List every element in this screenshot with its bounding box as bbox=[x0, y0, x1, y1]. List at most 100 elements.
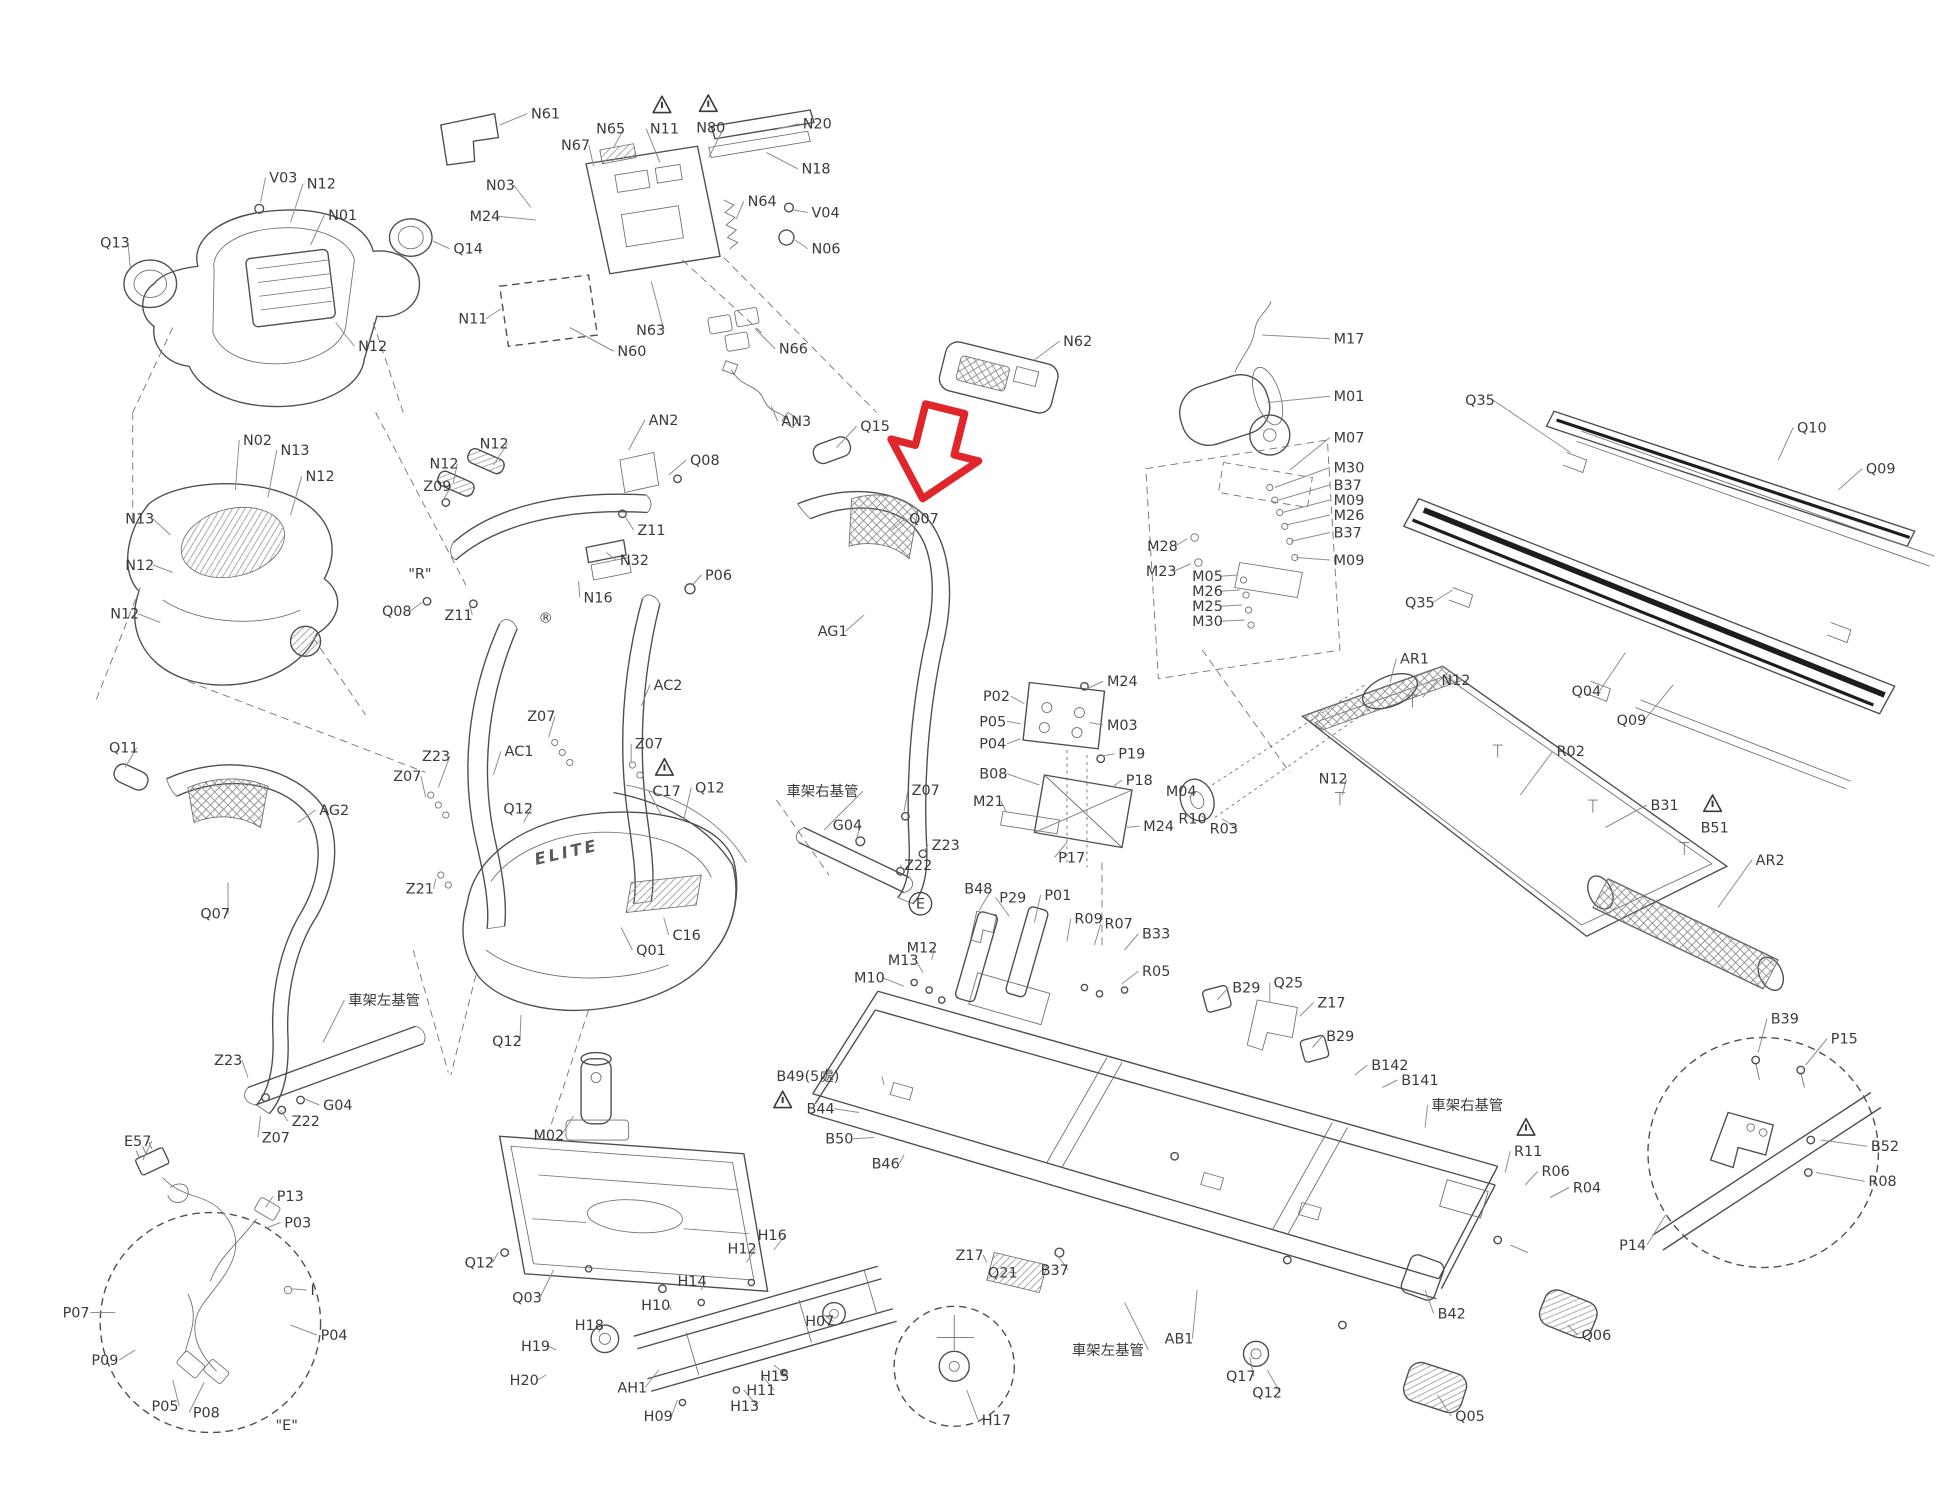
part-label-AC1: AC1 bbox=[492, 744, 534, 776]
part-label-text: AC1 bbox=[505, 744, 534, 760]
part-label-P14: P14 bbox=[1619, 1214, 1666, 1254]
part-label-text: Q08 bbox=[690, 453, 720, 469]
part-label-text: Q35 bbox=[1405, 596, 1435, 612]
leader-line bbox=[1519, 750, 1554, 796]
part-label-text: V03 bbox=[269, 171, 297, 187]
part-label-AH1: AH1 bbox=[617, 1369, 660, 1396]
leader-line bbox=[605, 552, 617, 561]
leader-line bbox=[1000, 801, 1008, 813]
console-electronics bbox=[440, 109, 1059, 429]
part-label-N02: N02 bbox=[234, 433, 272, 491]
part-label-text: Q14 bbox=[453, 242, 483, 258]
leader-line bbox=[1219, 589, 1240, 592]
leader-line bbox=[1354, 1064, 1368, 1076]
part-label-text: M21 bbox=[973, 794, 1004, 810]
leader-line bbox=[1274, 467, 1331, 488]
leader-line bbox=[881, 1076, 885, 1086]
part-label-Q12: Q12 bbox=[465, 1252, 499, 1271]
part-label-text: Q11 bbox=[109, 741, 139, 757]
leader-line bbox=[978, 888, 993, 911]
part-label-text: Z07 bbox=[912, 783, 940, 799]
leader-line bbox=[335, 322, 355, 347]
leader-line bbox=[1267, 395, 1330, 403]
leader-line bbox=[259, 177, 266, 203]
part-label-text: B51 bbox=[1701, 821, 1729, 837]
leader-line bbox=[1296, 557, 1330, 561]
part-label-text: Q15 bbox=[860, 419, 890, 435]
part-label-text: E57 bbox=[124, 1134, 151, 1150]
part-label-text: Q03 bbox=[512, 1291, 542, 1307]
part-label-P19: P19 bbox=[1101, 747, 1145, 763]
leader-line bbox=[628, 419, 646, 451]
leader-line bbox=[670, 1399, 678, 1417]
part-label-N03: N03 bbox=[486, 178, 532, 208]
part-label-N32: N32 bbox=[605, 552, 649, 569]
part-label-R03: R03 bbox=[1210, 818, 1238, 838]
part-label-Z07: Z07 bbox=[903, 783, 940, 812]
part-label-R07: R07 bbox=[1093, 917, 1133, 946]
q07-highlight-arrow bbox=[887, 400, 983, 503]
part-label-N11: N11 bbox=[645, 95, 679, 163]
part-label-Z07: Z07 bbox=[257, 1116, 290, 1147]
leader-line bbox=[588, 144, 595, 167]
leader-line bbox=[1492, 399, 1571, 453]
leader-line bbox=[1815, 1172, 1865, 1182]
part-label-M28: M28 bbox=[1147, 538, 1188, 555]
part-label-Q35: Q35 bbox=[1465, 393, 1571, 453]
part-label-N12: N12 bbox=[335, 322, 387, 355]
leader-line bbox=[1249, 1357, 1255, 1377]
part-label-text: I bbox=[311, 1283, 315, 1299]
leader-line bbox=[1006, 773, 1040, 786]
part-label-Z21: Z21 bbox=[406, 878, 437, 898]
leader-line bbox=[1262, 334, 1330, 340]
part-label-N65: N65 bbox=[596, 122, 625, 148]
leader-line bbox=[794, 239, 808, 250]
part-label-H09: H09 bbox=[644, 1399, 678, 1425]
leader-line bbox=[290, 1324, 317, 1336]
part-label-text: "R" bbox=[408, 567, 431, 583]
part-label-text: Q35 bbox=[1465, 393, 1495, 409]
part-label-B46: B46 bbox=[872, 1154, 905, 1173]
leader-line bbox=[409, 602, 423, 612]
part-label-text: B46 bbox=[872, 1157, 900, 1173]
leader-line bbox=[1282, 499, 1331, 513]
part-label-Q14: Q14 bbox=[433, 240, 483, 258]
leader-line bbox=[836, 425, 857, 448]
part-label-Q07: Q07 bbox=[200, 882, 230, 923]
part-label-Z23: Z23 bbox=[923, 838, 960, 854]
part-label-Z11: Z11 bbox=[445, 604, 473, 624]
drive-motor bbox=[1145, 301, 1341, 680]
leader-line bbox=[265, 1195, 274, 1208]
part-label-text: Q05 bbox=[1455, 1409, 1485, 1425]
part-label-text: H15 bbox=[760, 1369, 789, 1385]
part-label-G04: G04 bbox=[833, 818, 862, 839]
leader-line bbox=[1290, 532, 1331, 542]
part-label-text: N20 bbox=[803, 117, 832, 133]
part-label-Z17: Z17 bbox=[955, 1248, 988, 1264]
part-label-text: Z22 bbox=[904, 858, 932, 874]
label-circle bbox=[908, 891, 933, 916]
leader-line bbox=[1646, 1214, 1666, 1246]
leader-line bbox=[1437, 1394, 1452, 1417]
part-label-Z07: Z07 bbox=[393, 769, 427, 798]
part-label-text: Z23 bbox=[214, 1053, 242, 1069]
part-label-text: 車架右基管 bbox=[786, 783, 858, 800]
part-label-P17: P17 bbox=[1054, 842, 1085, 866]
leader-line bbox=[1034, 340, 1060, 361]
leader-line bbox=[513, 184, 532, 208]
leader-line bbox=[560, 1115, 574, 1136]
part-label-N16: N16 bbox=[578, 581, 613, 606]
part-label-text: Z07 bbox=[393, 769, 421, 785]
part-label-text: Z07 bbox=[262, 1131, 290, 1147]
part-label-text: M17 bbox=[1334, 332, 1365, 348]
part-label-text: Q09 bbox=[1866, 462, 1896, 478]
leader-line bbox=[708, 127, 725, 158]
part-label-text: B29 bbox=[1326, 1029, 1354, 1045]
part-label-text: B29 bbox=[1232, 981, 1260, 997]
part-label-text: G04 bbox=[323, 1098, 352, 1114]
part-label-text: AG2 bbox=[319, 803, 349, 819]
part-label-text: H18 bbox=[575, 1318, 604, 1334]
leader-line bbox=[1278, 484, 1331, 501]
part-label-text: H13 bbox=[730, 1399, 759, 1415]
